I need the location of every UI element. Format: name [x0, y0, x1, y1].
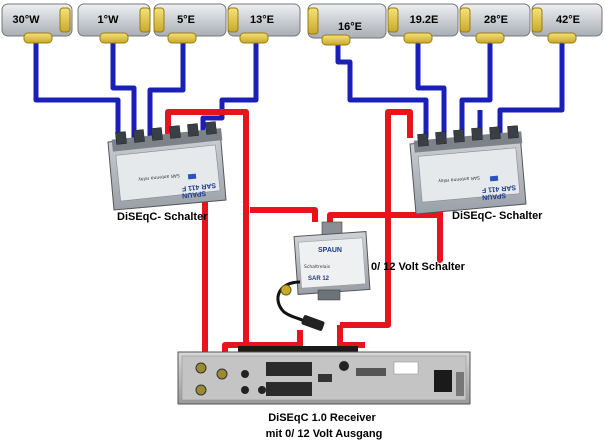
zero-twelve-volt-switch[interactable]: SPAUN Schaltrelais SAR 12	[276, 221, 371, 331]
cable-19e	[415, 42, 447, 138]
lnb-label-30w: 30°W	[12, 14, 40, 26]
lnb-label-19e: 19.2E	[410, 14, 439, 26]
switch-right-model: SAR 411 F	[481, 183, 516, 193]
lnb-label-13e: 13°E	[250, 14, 274, 26]
volt-switch-label: 0/ 12 Volt Schalter	[371, 261, 466, 273]
blue-coax-cables	[33, 42, 565, 138]
lnb-label-5e: 5°E	[177, 14, 195, 26]
svg-text:Schaltrelais: Schaltrelais	[304, 264, 331, 270]
cable-16e	[335, 42, 429, 138]
red-volt-to-rx	[250, 207, 318, 222]
switch-left-model: SAR 411 F	[181, 181, 217, 192]
volt-switch-model: SAR 12	[308, 276, 330, 282]
diseqc-switch-right[interactable]: SPAUN SAR 411 F SAR antenna relay	[409, 125, 527, 215]
red-left-down	[202, 195, 225, 358]
red-coax-cables	[165, 109, 443, 358]
red-right-down	[327, 200, 443, 263]
switch-left-brand: SPAUN	[182, 189, 207, 198]
red-left-top	[165, 109, 249, 345]
lnb-30w[interactable]: 30°W	[1, 3, 73, 44]
svg-text:SAR antenna relay: SAR antenna relay	[138, 172, 181, 182]
lnb-16e[interactable]: 16°E	[307, 3, 387, 46]
lnb-42e[interactable]: 42°E	[531, 3, 603, 44]
receiver-label-line2: mit 0/ 12 Volt Ausgang	[266, 428, 383, 440]
cable-28e	[459, 42, 493, 138]
diseqc-receiver[interactable]	[177, 346, 471, 405]
lnb-5e[interactable]: 5°E	[153, 3, 227, 44]
red-rx-feed-2	[337, 325, 365, 348]
switch-right-label: DiSEqC- Schalter	[452, 210, 543, 222]
lnb-13e[interactable]: 13°E	[227, 3, 301, 44]
lnb-19e[interactable]: 19.2E	[387, 3, 459, 44]
diseqc-switch-left[interactable]: SPAUN SAR 411 F SAR antenna relay	[107, 121, 227, 211]
lnb-label-42e: 42°E	[556, 14, 580, 26]
lnb-28e[interactable]: 28°E	[459, 3, 531, 44]
cable-42e	[497, 42, 565, 138]
lnb-row: 30°W 1°W 5°E 13°E 16°E	[1, 3, 603, 46]
cable-30w	[33, 42, 121, 138]
svg-text:SAR antenna relay: SAR antenna relay	[438, 174, 481, 184]
red-right-top	[340, 109, 413, 328]
switch-right-brand: SPAUN	[482, 191, 507, 200]
receiver-label-line1: DiSEqC 1.0 Receiver	[268, 412, 376, 424]
cable-1w	[110, 42, 137, 138]
lnb-label-1w: 1°W	[98, 14, 120, 26]
cable-5e	[147, 42, 186, 138]
switch-left-label: DiSEqC- Schalter	[117, 211, 208, 223]
lnb-1w[interactable]: 1°W	[77, 3, 151, 44]
lnb-label-16e: 16°E	[338, 21, 362, 33]
volt-switch-brand: SPAUN	[318, 247, 342, 254]
lnb-label-28e: 28°E	[484, 14, 508, 26]
red-rx-feed	[222, 330, 303, 355]
